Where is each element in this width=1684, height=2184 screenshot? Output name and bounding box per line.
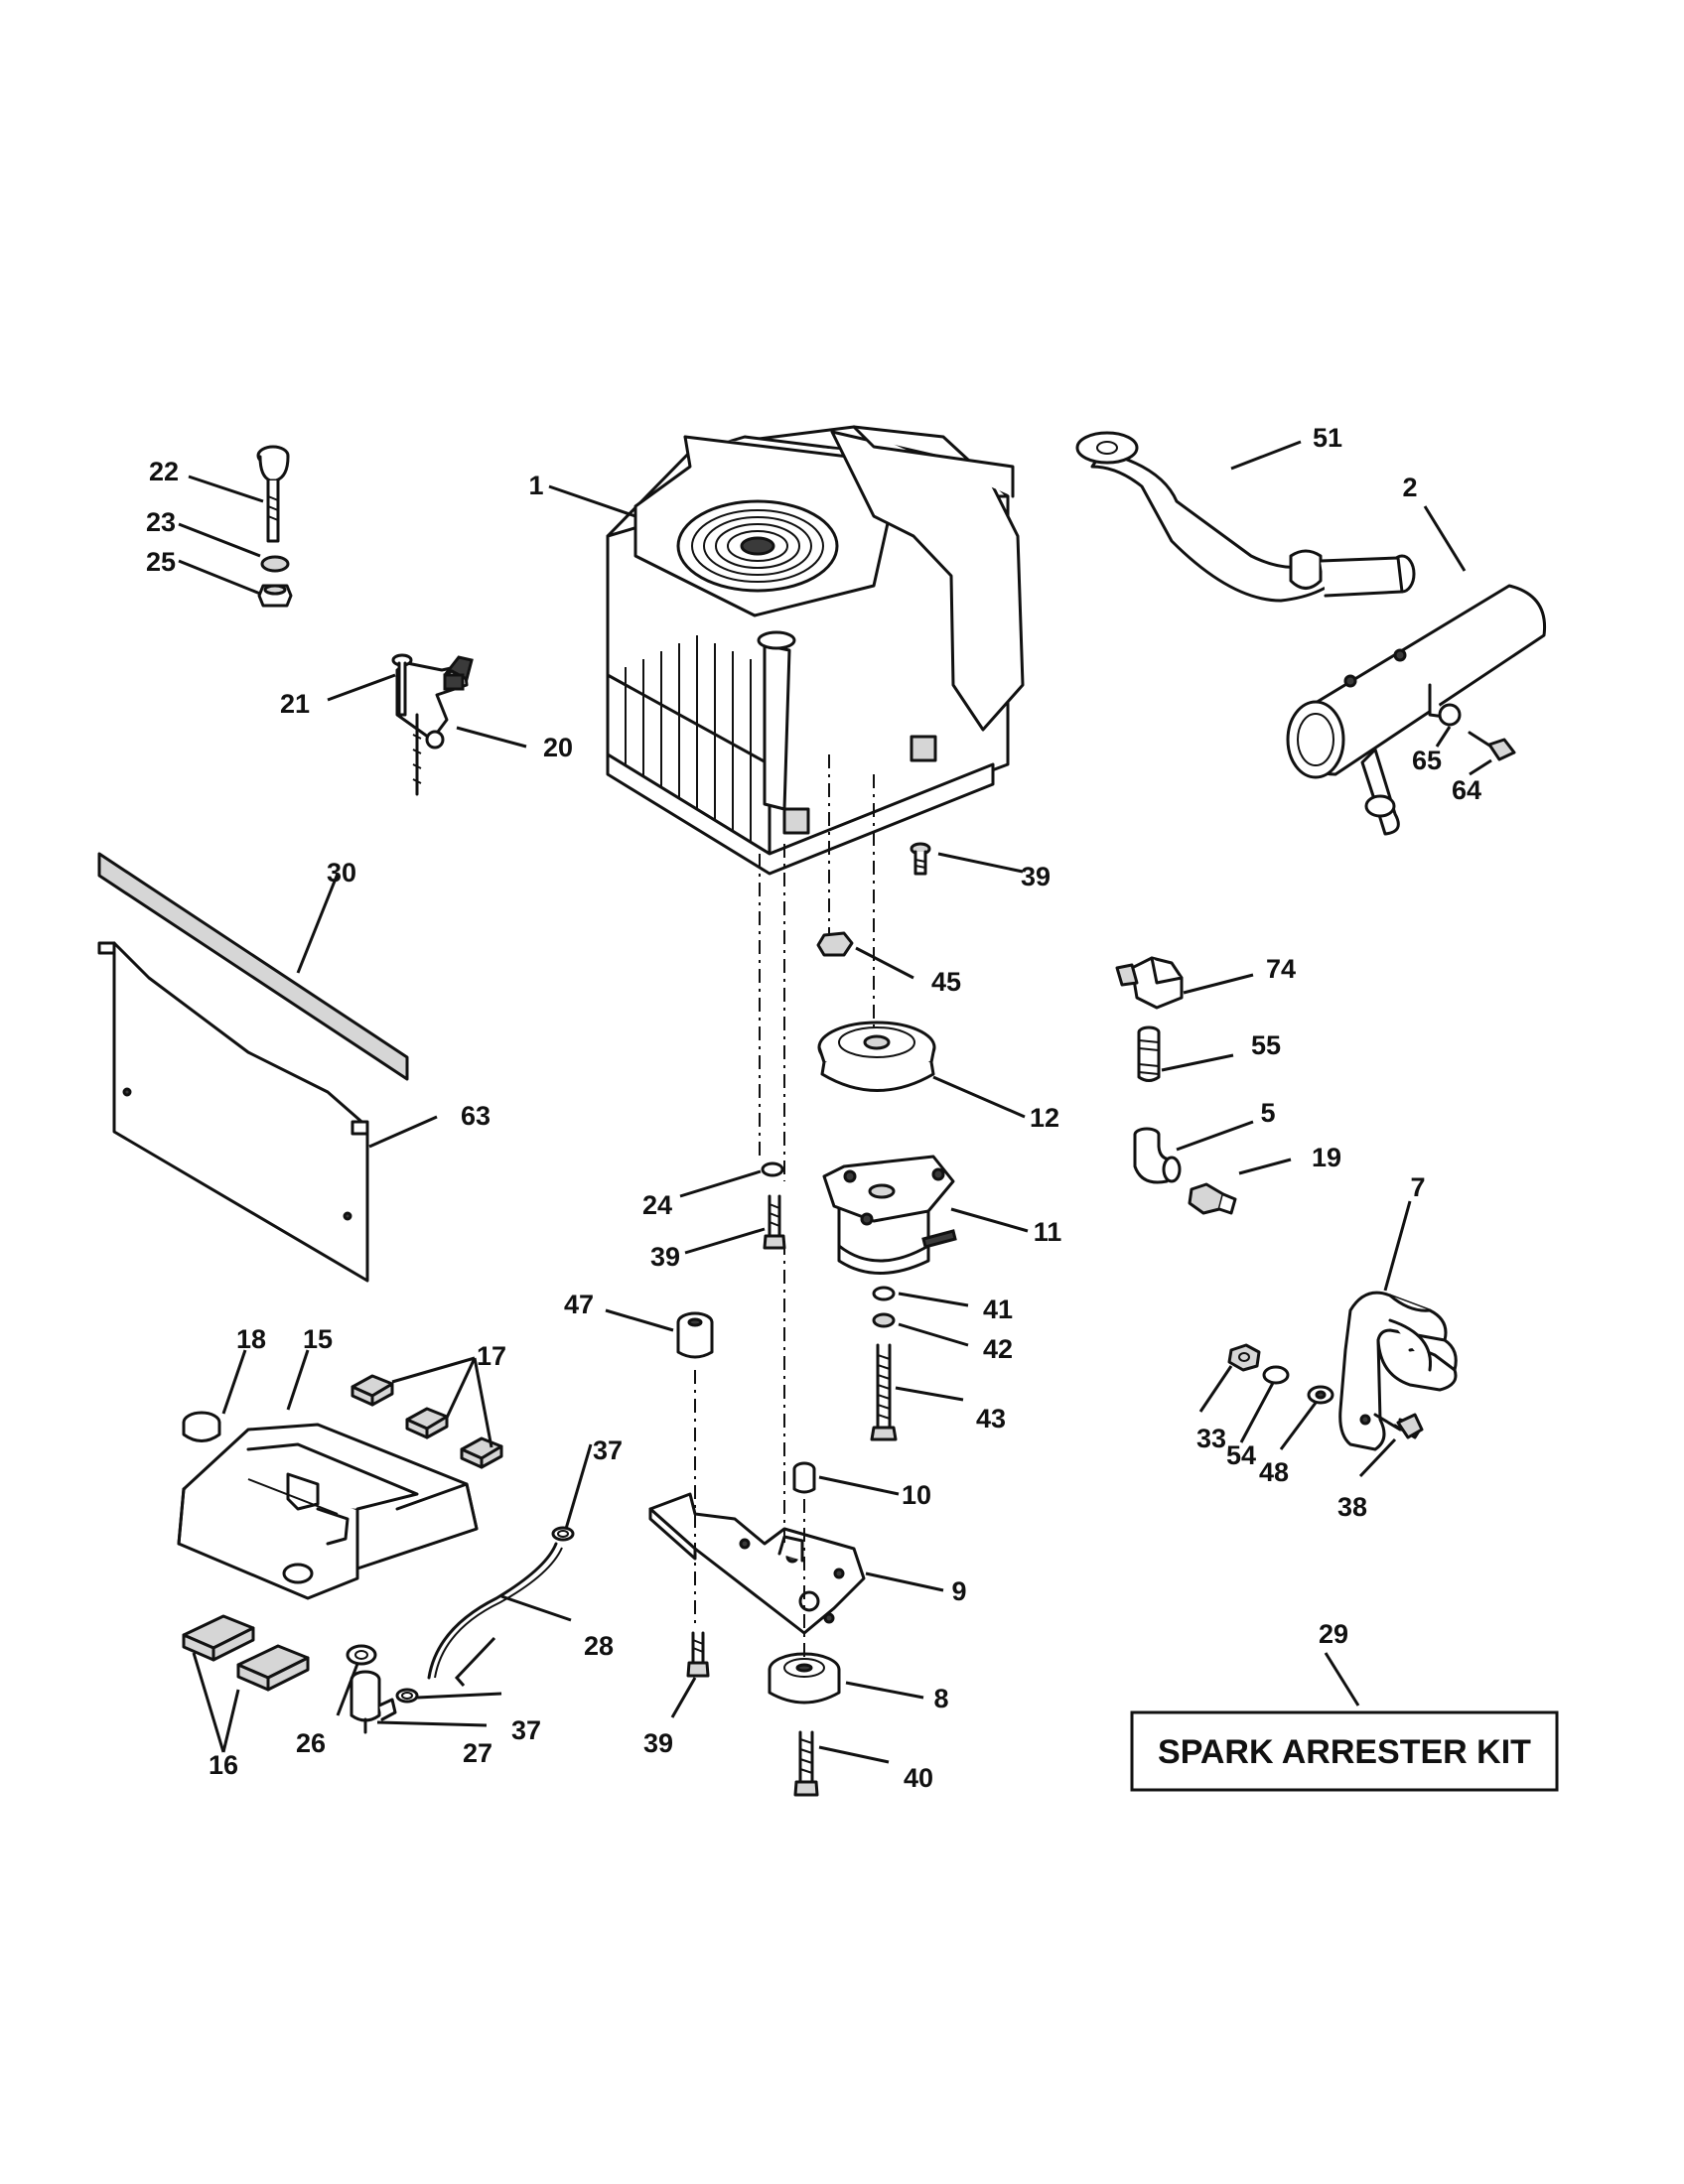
foam-pad [351, 1374, 394, 1407]
hose-clamp [551, 1526, 575, 1542]
pipe-elbow [1133, 1127, 1182, 1184]
callout-26: 26 [296, 1728, 326, 1758]
spacer [676, 1311, 714, 1359]
callout-28: 28 [584, 1631, 614, 1661]
mounting-bolt [763, 1194, 786, 1250]
muffler [1286, 584, 1547, 836]
hose-clamp [395, 1688, 419, 1704]
callout-16: 16 [209, 1750, 238, 1780]
foam-pad [460, 1436, 503, 1469]
callout-55: 55 [1251, 1030, 1281, 1060]
callout-21: 21 [280, 689, 310, 719]
pulley-bolt [793, 1730, 819, 1797]
foam-pad [182, 1614, 255, 1662]
fuel-shutoff-valve [350, 1670, 397, 1734]
idler-pulley [768, 1652, 841, 1705]
hex-nut [1227, 1343, 1261, 1372]
callout-8: 8 [933, 1684, 948, 1713]
callout-22: 22 [149, 457, 179, 486]
callout-25: 25 [146, 547, 176, 577]
callout-15: 15 [303, 1324, 333, 1354]
idler-bracket [648, 1492, 866, 1635]
mounting-bracket [1338, 1291, 1458, 1451]
callout-1: 1 [528, 471, 543, 500]
spacer [792, 1461, 816, 1494]
pipe-nipple [1137, 1025, 1161, 1082]
electric-clutch [822, 1155, 957, 1275]
foam-pad [236, 1644, 310, 1692]
knob-nut [257, 584, 293, 608]
callout-51: 51 [1313, 423, 1342, 453]
callout-40: 40 [904, 1763, 933, 1793]
hex-nut [816, 931, 854, 957]
callout-2: 2 [1402, 473, 1417, 502]
callout-41: 41 [983, 1295, 1013, 1324]
callout-63: 63 [461, 1101, 491, 1131]
callout-30: 30 [327, 858, 356, 887]
callout-7: 7 [1410, 1172, 1425, 1202]
bracket-bolt [1373, 1413, 1424, 1439]
drain-cap [1115, 956, 1184, 1010]
lock-washer [1438, 703, 1462, 727]
flat-washer [761, 1161, 784, 1177]
callout-27: 27 [463, 1738, 492, 1768]
callout-19: 19 [1312, 1143, 1341, 1172]
kit-label-text: SPARK ARRESTER KIT [1158, 1733, 1531, 1771]
callout-9: 9 [951, 1576, 966, 1606]
callout-43: 43 [976, 1404, 1006, 1433]
callout-17: 17 [477, 1341, 506, 1371]
foam-pad [405, 1407, 449, 1439]
callout-48: 48 [1259, 1457, 1289, 1487]
mounting-bolt [686, 1631, 710, 1678]
exhaust-pipe [1075, 431, 1416, 603]
callout-39: 39 [1021, 862, 1051, 891]
throttle-control-assembly [395, 655, 474, 796]
callout-23: 23 [146, 507, 176, 537]
fuel-tank [177, 1423, 479, 1600]
drain-plug [1188, 1182, 1237, 1215]
fuel-cap [182, 1411, 221, 1442]
callout-24: 24 [642, 1190, 672, 1220]
callout-42: 42 [983, 1334, 1013, 1364]
callout-29: 29 [1319, 1619, 1348, 1649]
muffler-bolt [1468, 731, 1516, 761]
callout-39: 39 [643, 1728, 673, 1758]
callout-12: 12 [1030, 1103, 1059, 1133]
callout-54: 54 [1226, 1440, 1256, 1470]
kit-box [1130, 1710, 1559, 1792]
tank-bushing [346, 1644, 377, 1666]
flat-washer [1262, 1365, 1290, 1385]
engine-shield [97, 941, 369, 1283]
clutch-bolt [870, 1343, 898, 1441]
engine-pulley [817, 1021, 936, 1092]
mounting-bolt [910, 842, 931, 876]
callout-37: 37 [511, 1715, 541, 1745]
callout-20: 20 [543, 733, 573, 762]
callout-74: 74 [1266, 954, 1296, 984]
spark-arrester-kit-label: SPARK ARRESTER KIT [1130, 1710, 1559, 1792]
knob-washer [260, 555, 290, 573]
callout-10: 10 [902, 1480, 931, 1510]
callout-45: 45 [931, 967, 961, 997]
callout-18: 18 [236, 1324, 266, 1354]
engine [606, 425, 1025, 876]
callout-64: 64 [1452, 775, 1481, 805]
fuel-line [427, 1542, 558, 1680]
clutch-washer [872, 1286, 896, 1301]
callout-47: 47 [564, 1290, 594, 1319]
callout-39: 39 [650, 1242, 680, 1272]
callout-65: 65 [1412, 746, 1442, 775]
callout-5: 5 [1260, 1098, 1275, 1128]
callout-11: 11 [1034, 1217, 1062, 1247]
callout-33: 33 [1196, 1424, 1226, 1453]
callout-37: 37 [593, 1435, 623, 1465]
throttle-knob [256, 445, 290, 543]
lock-washer [1307, 1385, 1334, 1405]
lock-washer [872, 1312, 896, 1328]
callout-38: 38 [1337, 1492, 1367, 1522]
control-screw [391, 653, 413, 717]
